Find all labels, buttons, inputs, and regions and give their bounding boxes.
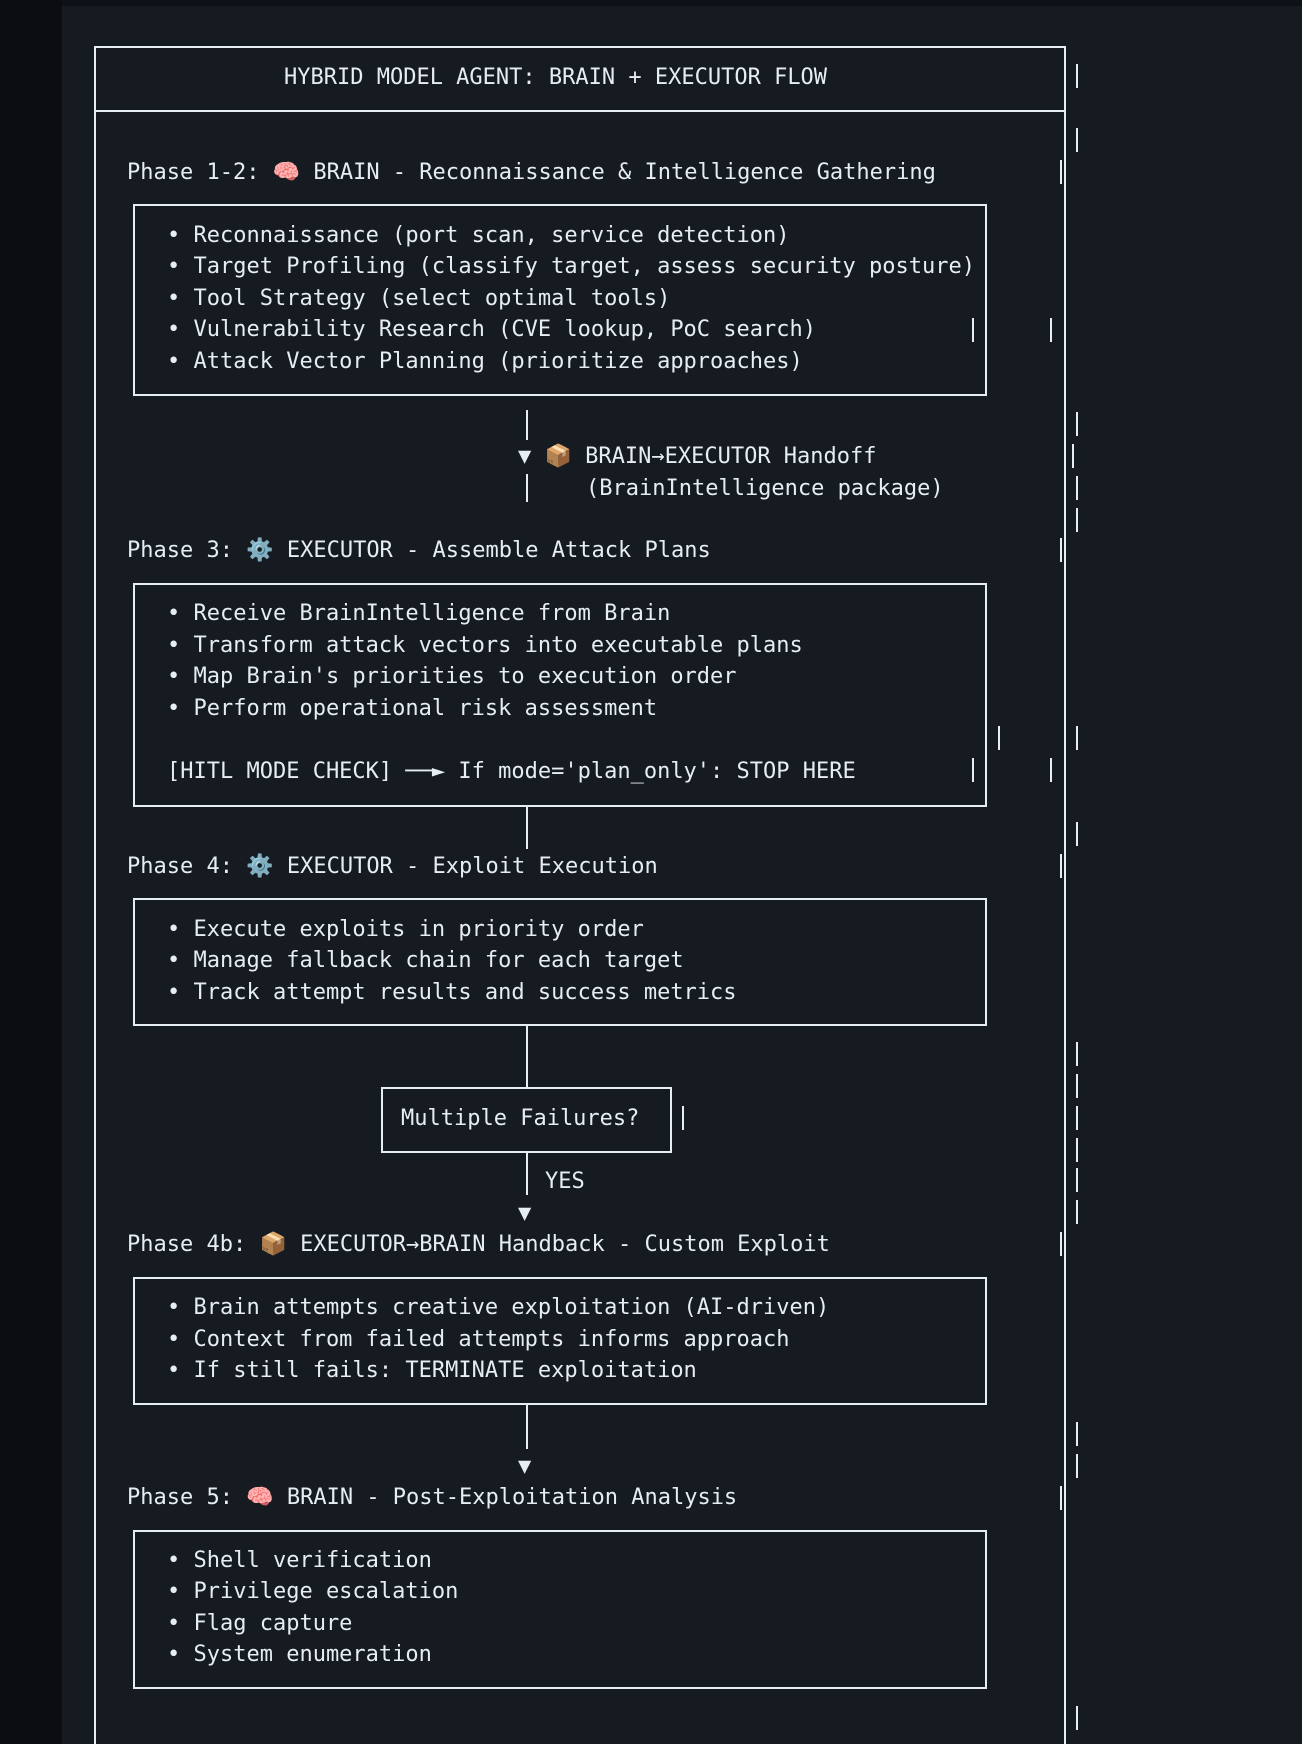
list-item: • Tool Strategy (select optimal tools) [167,286,671,311]
diagram-title: HYBRID MODEL AGENT: BRAIN + EXECUTOR FLO… [284,65,828,90]
border-fragment [1076,1106,1078,1130]
border-fragment [1076,1138,1078,1162]
border-fragment [1076,822,1078,846]
list-item: • Brain attempts creative exploitation (… [167,1295,830,1320]
list-item: • Reconnaissance (port scan, service det… [167,223,790,248]
connector-line [526,1405,528,1449]
list-item: • Target Profiling (classify target, ass… [167,254,975,279]
phase-4-heading: Phase 4: ⚙️ EXECUTOR - Exploit Execution [127,854,658,879]
hitl-mode-check: [HITL MODE CHECK] ──► If mode='plan_only… [167,759,856,784]
left-gutter [0,0,62,1744]
list-item: • If still fails: TERMINATE exploitation [167,1358,697,1383]
border-fragment [972,758,974,782]
border-fragment [1076,64,1078,88]
list-item: • Shell verification [167,1548,432,1573]
list-item: • Context from failed attempts informs a… [167,1327,790,1352]
border-fragment [682,1106,684,1130]
list-item: • Track attempt results and success metr… [167,980,737,1005]
connector-line [526,1026,528,1088]
border-fragment [1060,538,1062,562]
list-item: • Privilege escalation [167,1579,459,1604]
outer-top-border [94,46,1066,48]
phase-5-heading: Phase 5: 🧠 BRAIN - Post-Exploitation Ana… [127,1485,738,1510]
list-item: • Vulnerability Research (CVE lookup, Po… [167,317,817,342]
list-item: • Perform operational risk assessment [167,696,658,721]
border-fragment [1076,476,1078,500]
phase-1-2-heading: Phase 1-2: 🧠 BRAIN - Reconnaissance & In… [127,160,936,185]
phase-4b-box [133,1277,987,1405]
border-fragment [1076,1042,1078,1066]
outer-left-border [94,46,96,1744]
border-fragment [1060,1232,1062,1256]
phase-3-heading: Phase 3: ⚙️ EXECUTOR - Assemble Attack P… [127,538,711,563]
handoff-label: ▼ 📦 BRAIN→EXECUTOR Handoff [518,444,877,469]
border-fragment [1060,854,1062,878]
border-fragment [1076,412,1078,436]
list-item: • Receive BrainIntelligence from Brain [167,601,671,626]
border-fragment [1076,1168,1078,1192]
phase-4b-heading: Phase 4b: 📦 EXECUTOR→BRAIN Handback - Cu… [127,1232,830,1257]
border-fragment [998,726,1000,750]
decision-box [381,1087,672,1153]
border-fragment [1050,318,1052,342]
border-fragment [1060,160,1062,184]
border-fragment [1072,444,1074,468]
border-fragment [1076,1706,1078,1730]
border-fragment [1050,758,1052,782]
connector-line [526,1153,528,1195]
border-fragment [1076,508,1078,532]
connector-line [526,410,528,440]
list-item: • Transform attack vectors into executab… [167,633,803,658]
outer-right-border [1064,46,1066,1744]
phase-3-box [133,583,987,807]
handoff-sublabel: (BrainIntelligence package) [586,476,944,501]
list-item: • Map Brain's priorities to execution or… [167,664,737,689]
list-item: • Flag capture [167,1611,353,1636]
phase-1-2-box [133,204,987,396]
list-item: • Execute exploits in priority order [167,917,644,942]
connector-line [526,807,528,849]
list-item: • System enumeration [167,1642,432,1667]
arrow-down-icon: ▼ [518,1454,532,1479]
yes-label: YES [545,1169,585,1194]
border-fragment [1060,1486,1062,1510]
border-fragment [1076,128,1078,152]
list-item: • Manage fallback chain for each target [167,948,684,973]
border-fragment [1076,1454,1078,1478]
phase-5-box [133,1530,987,1689]
border-fragment [1076,1200,1078,1224]
arrow-down-icon: ▼ [518,1201,532,1226]
border-fragment [1076,1074,1078,1098]
list-item: • Attack Vector Planning (prioritize app… [167,349,803,374]
border-fragment [1076,726,1078,750]
border-fragment [1076,1422,1078,1446]
connector-line [526,474,528,502]
decision-label: Multiple Failures? [401,1106,640,1131]
border-fragment [972,318,974,342]
phase-4-box [133,898,987,1026]
title-divider [94,110,1066,112]
diagram-panel [62,6,1302,1744]
